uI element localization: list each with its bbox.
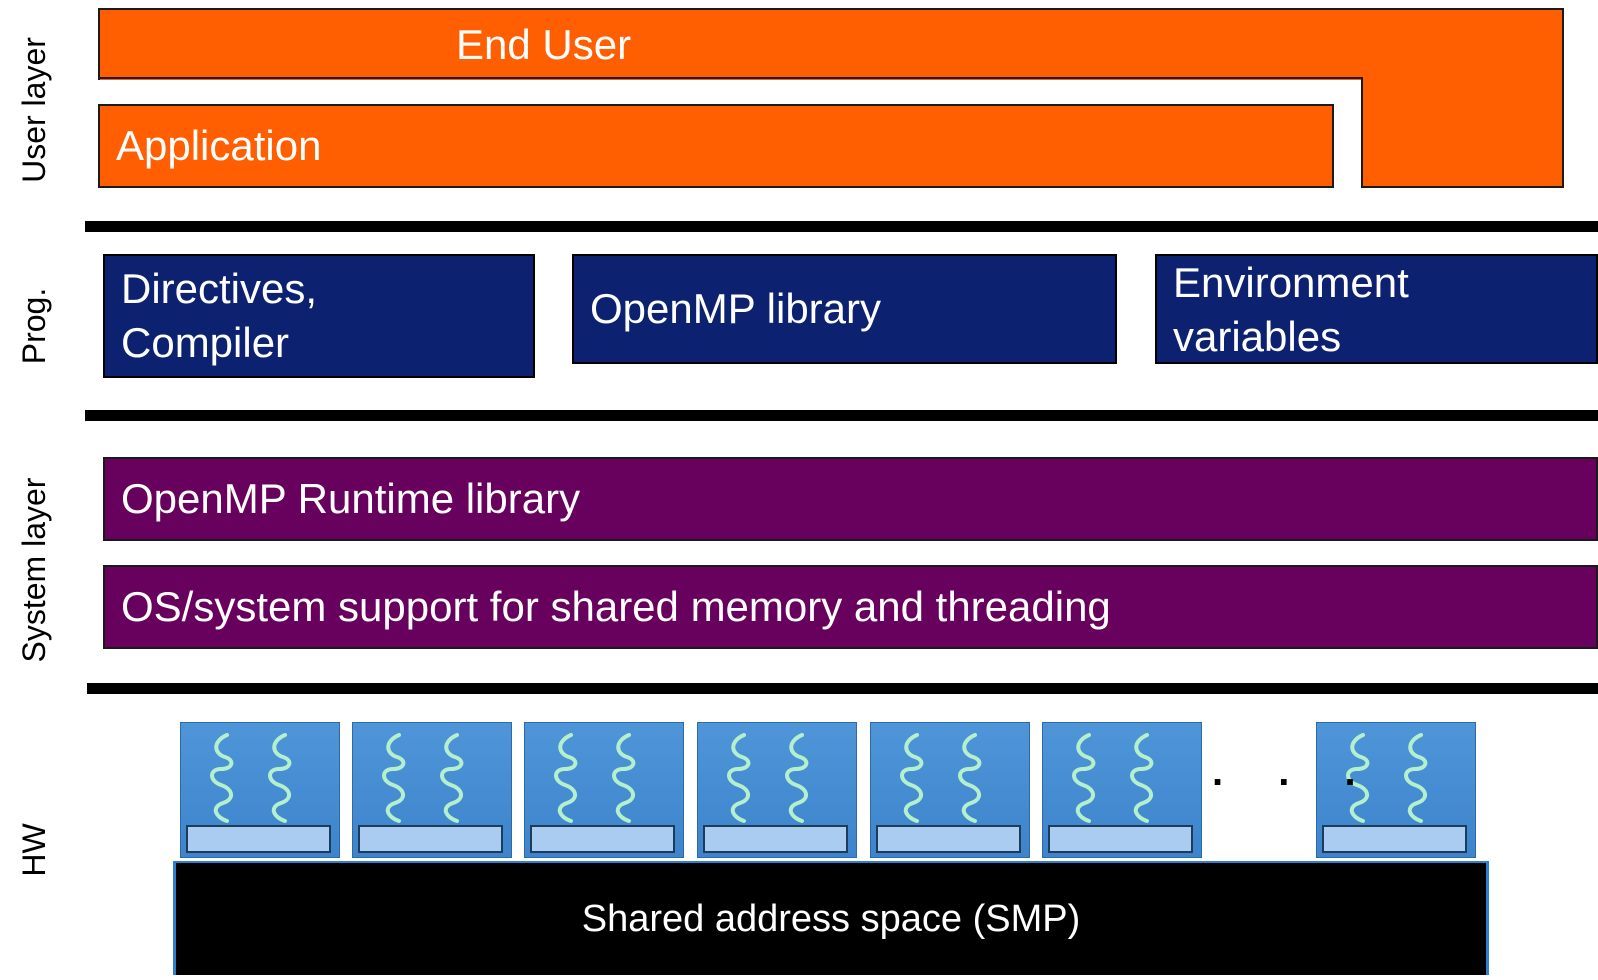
cpu-core (180, 722, 340, 858)
openmp-library-label: OpenMP library (590, 285, 882, 332)
end-user-box: End User (98, 8, 1564, 80)
core-cache (358, 825, 503, 853)
thread-squiggle-icon (210, 733, 234, 823)
divider-system-hw (87, 683, 1598, 694)
thread-squiggle-icon (1346, 733, 1370, 823)
thread-squiggle-icon (727, 733, 751, 823)
side-label-prog: Prog. (16, 287, 52, 365)
threads-icon (1346, 733, 1428, 823)
thread-squiggle-icon (440, 733, 464, 823)
shared-address-space-label: Shared address space (SMP) (581, 897, 1081, 940)
cpu-core (524, 722, 684, 858)
ellipsis: . . . (1212, 750, 1378, 794)
core-cache (186, 825, 331, 853)
threads-icon (1072, 733, 1154, 823)
application-box: Application (98, 104, 1334, 188)
cpu-core (697, 722, 857, 858)
threads-icon (210, 733, 292, 823)
thread-squiggle-icon (1130, 733, 1154, 823)
core-cache (1048, 825, 1193, 853)
divider-user-prog (85, 221, 1598, 232)
thread-squiggle-icon (382, 733, 406, 823)
side-label-hw: HW (16, 823, 52, 877)
core-cache (876, 825, 1021, 853)
threads-icon (554, 733, 636, 823)
cpu-core (870, 722, 1030, 858)
end-user-label: End User (456, 21, 632, 68)
thread-squiggle-icon (785, 733, 809, 823)
openmp-runtime-label: OpenMP Runtime library (121, 475, 581, 522)
divider-prog-system (85, 410, 1598, 421)
environment-label: Environment (1173, 259, 1409, 306)
core-cache (530, 825, 675, 853)
variables-label: variables (1173, 313, 1342, 360)
compiler-label: Compiler (121, 319, 290, 366)
openmp-runtime-box: OpenMP Runtime library (103, 457, 1598, 541)
directives-label: Directives, (121, 265, 318, 312)
thread-squiggle-icon (268, 733, 292, 823)
threads-icon (382, 733, 464, 823)
thread-squiggle-icon (1404, 733, 1428, 823)
shared-address-space: Shared address space (SMP) (173, 861, 1489, 975)
side-label-system-layer: System layer (16, 477, 52, 663)
os-support-box: OS/system support for shared memory and … (103, 565, 1598, 649)
end-user-border-bottom (98, 77, 1362, 79)
end-user-extension (1361, 77, 1564, 188)
cpu-core (352, 722, 512, 858)
thread-squiggle-icon (1072, 733, 1096, 823)
thread-squiggle-icon (958, 733, 982, 823)
thread-squiggle-icon (612, 733, 636, 823)
application-label: Application (116, 122, 322, 169)
openmp-library-box: OpenMP library (572, 254, 1117, 364)
core-cache (1322, 825, 1467, 853)
directives-compiler-box: Directives, Compiler (103, 254, 535, 378)
end-user-extension-fill (1363, 70, 1562, 82)
os-support-label: OS/system support for shared memory and … (121, 583, 1111, 630)
cpu-core (1316, 722, 1476, 858)
environment-variables-box: Environment variables (1155, 254, 1598, 364)
thread-squiggle-icon (900, 733, 924, 823)
core-cache (703, 825, 848, 853)
thread-squiggle-icon (554, 733, 578, 823)
cpu-core (1042, 722, 1202, 858)
threads-icon (727, 733, 809, 823)
threads-icon (900, 733, 982, 823)
